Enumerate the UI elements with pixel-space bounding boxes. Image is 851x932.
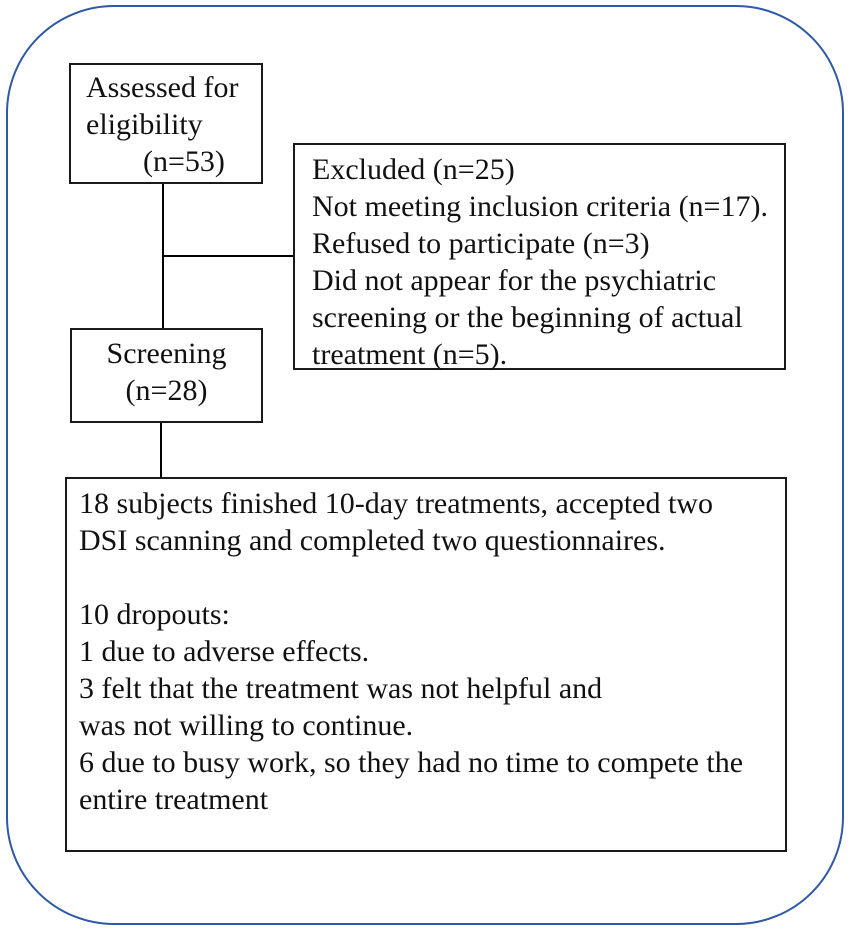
box-text-line: 1 due to adverse effects. bbox=[79, 635, 370, 668]
box-text-line: Not meeting inclusion criteria (n=17). bbox=[312, 190, 768, 223]
box-text-line: eligibility bbox=[86, 108, 203, 141]
box-text-line: entire treatment bbox=[79, 783, 269, 816]
box-text-line: 3 felt that the treatment was not helpfu… bbox=[79, 672, 603, 705]
excluded-box: Excluded (n=25) Not meeting inclusion cr… bbox=[293, 143, 786, 371]
rounded-border-frame bbox=[6, 5, 844, 925]
box-text-blank-line bbox=[79, 559, 781, 596]
connector-branch-to-excluded bbox=[163, 255, 294, 257]
assessed-eligibility-box: Assessed for eligibility (n=53) bbox=[69, 63, 263, 184]
box-text-line: 18 subjects finished 10-day treatments, … bbox=[79, 487, 713, 520]
box-text-line: (n=28) bbox=[125, 374, 208, 407]
box-text-line: was not willing to continue. bbox=[79, 709, 414, 742]
box-text-line: 6 due to busy work, so they had no time … bbox=[79, 746, 744, 779]
box-text-line: Screening bbox=[106, 337, 227, 370]
box-text-line: DSI scanning and completed two questionn… bbox=[79, 524, 666, 557]
box-text-line: Refused to participate (n=3) bbox=[312, 227, 650, 260]
box-text-line: 10 dropouts: bbox=[79, 598, 230, 631]
box-text-line: treatment (n=5). bbox=[312, 338, 508, 371]
connector-screening-to-outcome bbox=[160, 423, 162, 477]
box-text-line: Assessed for bbox=[86, 71, 239, 104]
screening-box: Screening (n=28) bbox=[70, 328, 263, 423]
box-text-line: Excluded (n=25) bbox=[312, 153, 515, 186]
outcome-box: 18 subjects finished 10-day treatments, … bbox=[65, 477, 787, 852]
box-text-line: Did not appear for the psychiatric bbox=[312, 264, 717, 297]
box-text-line: (n=53) bbox=[143, 145, 225, 178]
box-text-line: screening or the beginning of actual bbox=[312, 301, 743, 334]
